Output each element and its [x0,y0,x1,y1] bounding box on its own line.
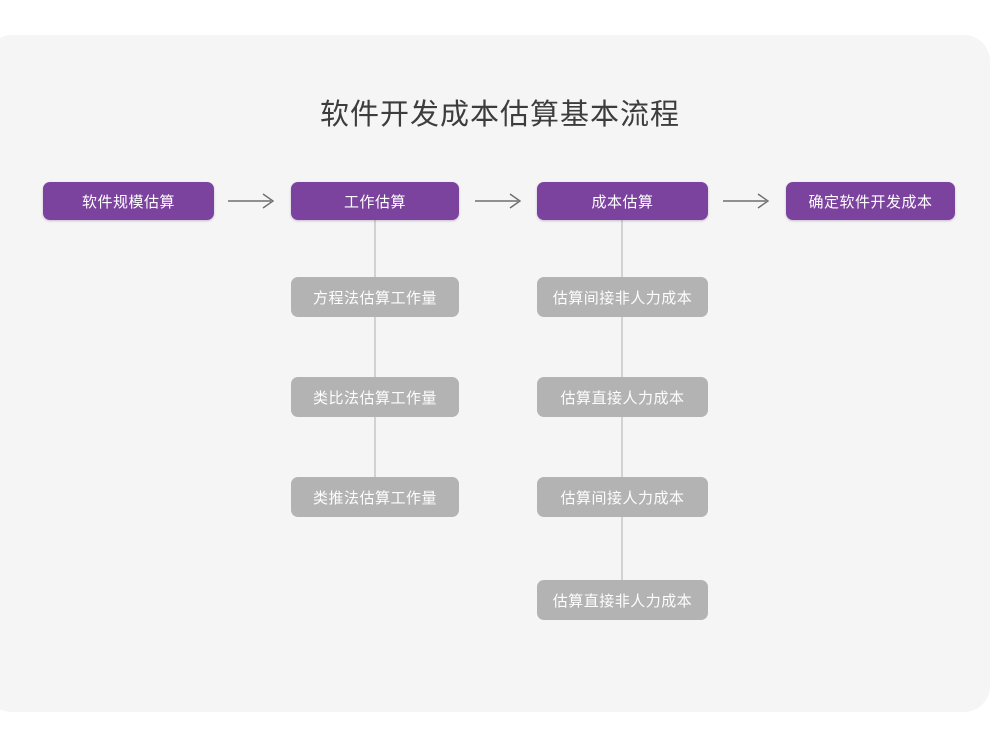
node-analogy-method-workload[interactable]: 类比法估算工作量 [291,377,459,417]
arrow-right-icon [474,191,528,211]
node-work-estimation[interactable]: 工作估算 [291,182,459,220]
arrow-right-icon [227,191,281,211]
node-direct-nonlabor-cost[interactable]: 估算直接非人力成本 [537,580,708,620]
arrow-right-icon [722,191,776,211]
content-card [0,35,990,712]
node-direct-labor-cost[interactable]: 估算直接人力成本 [537,377,708,417]
connector-line-work-column [374,219,376,497]
node-cost-estimation[interactable]: 成本估算 [537,182,708,220]
node-indirect-nonlabor-cost[interactable]: 估算间接非人力成本 [537,277,708,317]
node-indirect-labor-cost[interactable]: 估算间接人力成本 [537,477,708,517]
node-determine-development-cost[interactable]: 确定软件开发成本 [786,182,955,220]
node-software-scale-estimation[interactable]: 软件规模估算 [43,182,214,220]
node-deduction-method-workload[interactable]: 类推法估算工作量 [291,477,459,517]
page-title: 软件开发成本估算基本流程 [319,99,680,131]
node-equation-method-workload[interactable]: 方程法估算工作量 [291,277,459,317]
